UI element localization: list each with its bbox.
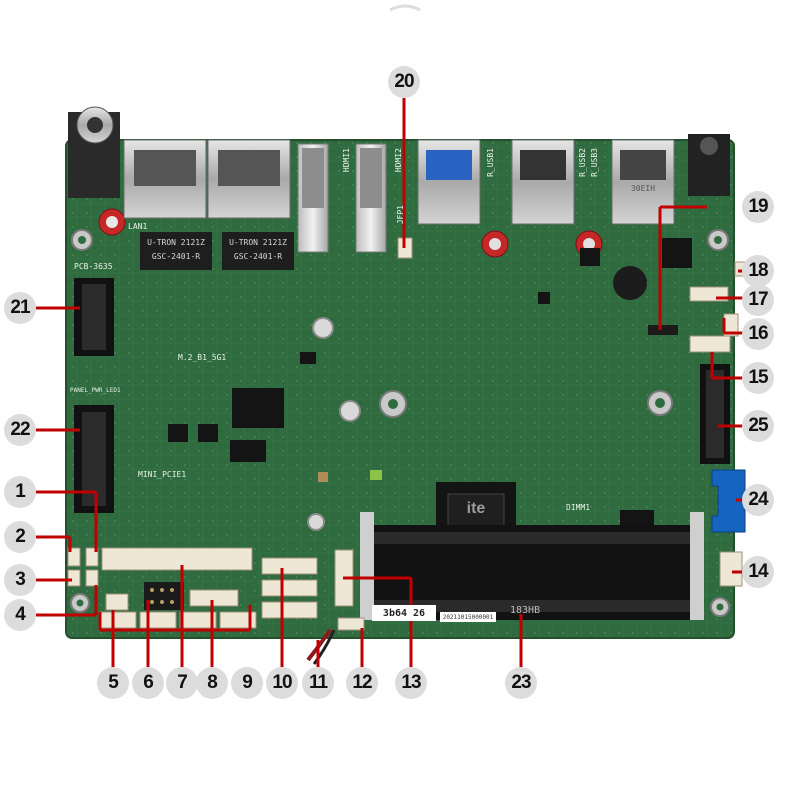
callout-17: 17 bbox=[742, 284, 774, 316]
silk-mini-pcie: MINI_PCIE1 bbox=[138, 470, 187, 479]
barcode-sticker: 20211015000001 bbox=[440, 612, 496, 622]
callout-19: 19 bbox=[742, 191, 774, 223]
silk-lan1: LAN1 bbox=[128, 222, 148, 231]
callout-1: 1 bbox=[4, 476, 36, 508]
silk-m2-slot: M.2_B1_5G1 bbox=[178, 353, 227, 362]
callout-2: 2 bbox=[4, 521, 36, 553]
callout-11: 11 bbox=[302, 667, 334, 699]
callout-25: 25 bbox=[742, 410, 774, 442]
callout-14: 14 bbox=[742, 556, 774, 588]
dimm-code: 183HB bbox=[510, 605, 541, 616]
callout-20: 20 bbox=[388, 66, 420, 98]
utron-chip-1-line1: U-TRON 2121Z bbox=[147, 238, 205, 247]
callout-10: 10 bbox=[266, 667, 298, 699]
utron-chip-1-line2: GSC-2401-R bbox=[151, 252, 201, 261]
callout-13: 13 bbox=[395, 667, 427, 699]
callout-6: 6 bbox=[132, 667, 164, 699]
silk-r-usb3: R_USB3 bbox=[590, 148, 599, 177]
callout-23: 23 bbox=[505, 667, 537, 699]
callout-16: 16 bbox=[742, 318, 774, 350]
silk-jfp: JFP1 bbox=[396, 205, 405, 225]
silk-pwr-led: PANEL_PWR_LED1 bbox=[70, 387, 121, 394]
callout-21: 21 bbox=[4, 292, 36, 324]
callout-5: 5 bbox=[97, 667, 129, 699]
callout-4: 4 bbox=[4, 599, 36, 631]
callout-9: 9 bbox=[231, 667, 263, 699]
silk-pcb: PCB-3635 bbox=[74, 262, 113, 271]
callout-24: 24 bbox=[742, 484, 774, 516]
callout-3: 3 bbox=[4, 564, 36, 596]
utron-chip-2-line2: GSC-2401-R bbox=[233, 252, 283, 261]
callout-15: 15 bbox=[742, 362, 774, 394]
callout-8: 8 bbox=[196, 667, 228, 699]
silk-hdmi1: HDMI1 bbox=[342, 148, 351, 173]
serial-sticker: 3b64 26 bbox=[372, 605, 436, 621]
callout-18: 18 bbox=[742, 255, 774, 287]
callout-12: 12 bbox=[346, 667, 378, 699]
callout-22: 22 bbox=[4, 414, 36, 446]
callout-7: 7 bbox=[166, 667, 198, 699]
usb-port-label: 30EIH bbox=[630, 184, 656, 193]
silk-r-usb2: R_USB2 bbox=[578, 148, 587, 177]
silk-dimm: DIMM1 bbox=[566, 503, 591, 512]
ite-chip-logo: ite bbox=[466, 500, 486, 517]
silk-r-usb1: R_USB1 bbox=[486, 148, 495, 177]
utron-chip-2-line1: U-TRON 2121Z bbox=[229, 238, 287, 247]
silk-hdmi2: HDMI2 bbox=[394, 148, 403, 173]
